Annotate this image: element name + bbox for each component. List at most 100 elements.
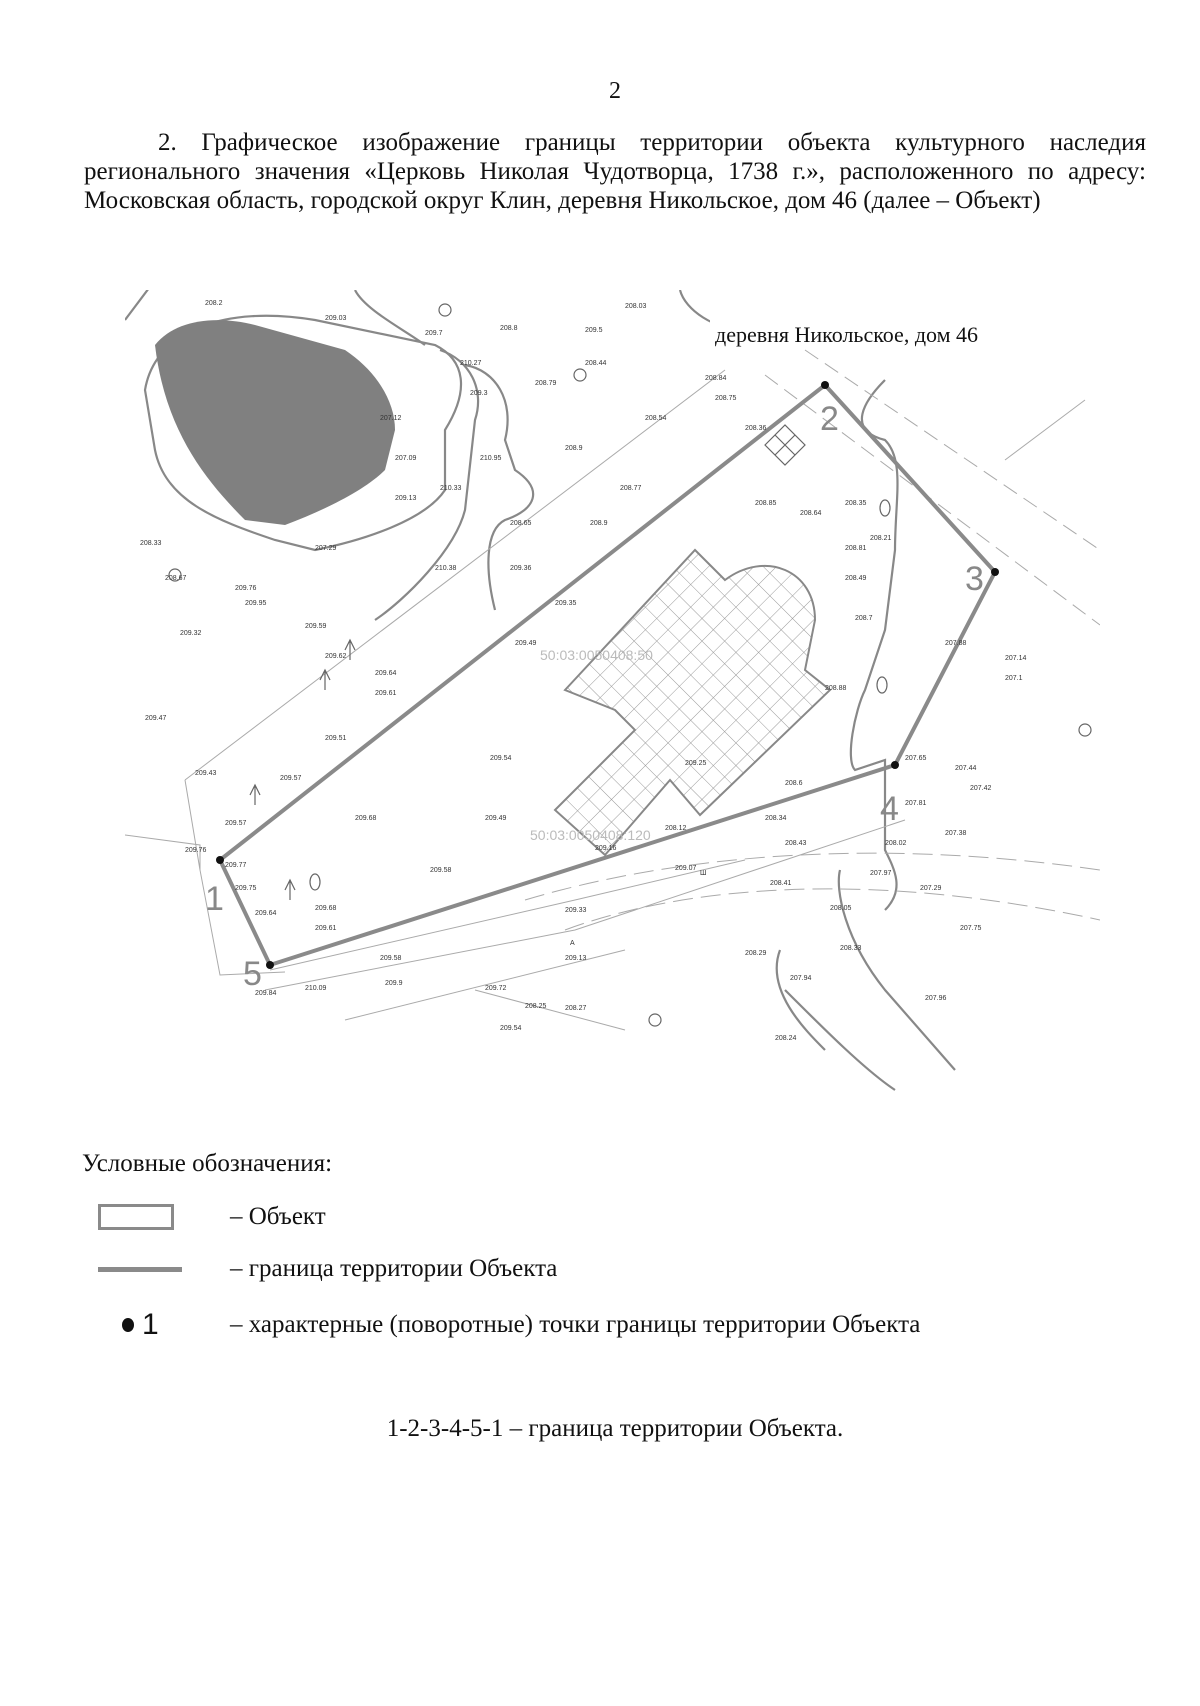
svg-text:210.27: 210.27 [460, 360, 482, 367]
svg-text:207.88: 207.88 [945, 640, 967, 647]
svg-text:209.13: 209.13 [395, 495, 417, 502]
svg-text:208.85: 208.85 [755, 500, 777, 507]
tree-symbols [168, 303, 1092, 1027]
svg-text:209.51: 209.51 [325, 735, 347, 742]
point-symbol: 1 [122, 1308, 159, 1342]
point-label-3: 3 [965, 560, 984, 598]
legend-item-boundary: – граница территории Объекта [98, 1255, 557, 1283]
svg-text:208.9: 208.9 [565, 445, 583, 452]
svg-text:209.77: 209.77 [225, 862, 247, 869]
svg-text:209.57: 209.57 [225, 820, 247, 827]
svg-text:207.29: 207.29 [920, 885, 942, 892]
svg-text:209.3: 209.3 [470, 390, 488, 397]
intro-paragraph: 2. Графическое изображение границы терри… [84, 128, 1146, 215]
svg-text:208.75: 208.75 [715, 395, 737, 402]
svg-text:207.97: 207.97 [870, 870, 892, 877]
svg-text:208.33: 208.33 [140, 540, 162, 547]
svg-text:208.29: 208.29 [745, 950, 767, 957]
svg-text:209.64: 209.64 [255, 910, 277, 917]
svg-text:209.62: 209.62 [325, 653, 347, 660]
svg-text:208.21: 208.21 [870, 535, 892, 542]
cadastral-number-2: 50:03:0050408:120 [530, 827, 651, 843]
svg-text:208.41: 208.41 [770, 880, 792, 887]
svg-text:207.81: 207.81 [905, 800, 927, 807]
svg-text:208.77: 208.77 [620, 485, 642, 492]
svg-text:208.05: 208.05 [830, 905, 852, 912]
boundary-summary: 1-2-3-4-5-1 – граница территории Объекта… [386, 1415, 844, 1442]
svg-text:209.76: 209.76 [185, 847, 207, 854]
svg-text:209.61: 209.61 [375, 690, 397, 697]
svg-text:209.32: 209.32 [180, 630, 202, 637]
svg-text:209.95: 209.95 [245, 600, 267, 607]
svg-text:207.29: 207.29 [315, 545, 337, 552]
svg-text:209.03: 209.03 [325, 315, 347, 322]
svg-text:209.76: 209.76 [235, 585, 257, 592]
svg-text:209.75: 209.75 [235, 885, 257, 892]
svg-text:209.13: 209.13 [565, 955, 587, 962]
svg-text:207.65: 207.65 [905, 755, 927, 762]
svg-text:208.54: 208.54 [645, 415, 667, 422]
svg-text:209.54: 209.54 [490, 755, 512, 762]
svg-text:207.38: 207.38 [945, 830, 967, 837]
svg-text:209.54: 209.54 [500, 1025, 522, 1032]
point-symbol-label: 1 [142, 1308, 159, 1341]
svg-text:209.68: 209.68 [355, 815, 377, 822]
svg-text:209.16: 209.16 [595, 845, 617, 852]
svg-text:209.84: 209.84 [255, 990, 277, 997]
object-symbol [98, 1204, 174, 1230]
svg-text:207.1: 207.1 [1005, 675, 1023, 682]
point-label-1: 1 [205, 880, 224, 918]
parcel-lines [124, 349, 1101, 1031]
svg-text:209.35: 209.35 [555, 600, 577, 607]
svg-text:208.9: 208.9 [590, 520, 608, 527]
svg-text:207.09: 207.09 [395, 455, 417, 462]
svg-text:209.72: 209.72 [485, 985, 507, 992]
church-object [553, 548, 832, 857]
road-letter-sh: Ш [700, 870, 706, 877]
svg-text:209.49: 209.49 [515, 640, 537, 647]
svg-text:209.61: 209.61 [315, 925, 337, 932]
territory-boundary [218, 382, 998, 968]
pond-fill [155, 320, 395, 525]
svg-text:208.65: 208.65 [510, 520, 532, 527]
svg-text:208.44: 208.44 [585, 360, 607, 367]
svg-text:208.79: 208.79 [535, 380, 557, 387]
boundary-line-symbol [98, 1266, 182, 1272]
legend-label-points: – характерные (поворотные) точки границы… [230, 1311, 921, 1338]
svg-text:207.12: 207.12 [380, 415, 402, 422]
address-label: деревня Никольское, дом 46 [715, 322, 978, 347]
svg-text:207.44: 207.44 [955, 765, 977, 772]
svg-text:210.33: 210.33 [440, 485, 462, 492]
svg-text:208.33: 208.33 [840, 945, 862, 952]
svg-text:208.25: 208.25 [525, 1003, 547, 1010]
svg-text:208.84: 208.84 [705, 375, 727, 382]
svg-text:208.12: 208.12 [665, 825, 687, 832]
elevation-marks: 208.2 209.03 209.7 208.8 209.5 208.03 21… [140, 300, 1027, 1042]
svg-text:209.36: 209.36 [510, 565, 532, 572]
svg-text:209.58: 209.58 [380, 955, 402, 962]
point-dot-icon [122, 1318, 134, 1332]
cadastral-number-1: 50:03:0050408:50 [540, 647, 653, 663]
svg-text:208.27: 208.27 [565, 1005, 587, 1012]
svg-text:207.14: 207.14 [1005, 655, 1027, 662]
svg-text:208.03: 208.03 [625, 303, 647, 310]
legend-label-object: – Объект [230, 1203, 326, 1230]
svg-text:208.49: 208.49 [845, 575, 867, 582]
svg-text:208.36: 208.36 [745, 425, 767, 432]
svg-text:208.6: 208.6 [785, 780, 803, 787]
svg-text:208.24: 208.24 [775, 1035, 797, 1042]
svg-text:208.43: 208.43 [785, 840, 807, 847]
legend-item-object: – Объект [98, 1203, 326, 1231]
svg-text:208.8: 208.8 [500, 325, 518, 332]
svg-text:207.94: 207.94 [790, 975, 812, 982]
svg-text:209.9: 209.9 [385, 980, 403, 987]
svg-text:207.75: 207.75 [960, 925, 982, 932]
svg-text:209.58: 209.58 [430, 867, 452, 874]
svg-text:208.2: 208.2 [205, 300, 223, 307]
svg-text:207.96: 207.96 [925, 995, 947, 1002]
point-label-5: 5 [243, 955, 262, 993]
svg-text:209.64: 209.64 [375, 670, 397, 677]
svg-text:209.49: 209.49 [485, 815, 507, 822]
road-letter-a: А [570, 940, 575, 947]
map-svg: 1 2 3 4 5 50:03:0050408:50 50:03:0050408… [124, 279, 1101, 1091]
